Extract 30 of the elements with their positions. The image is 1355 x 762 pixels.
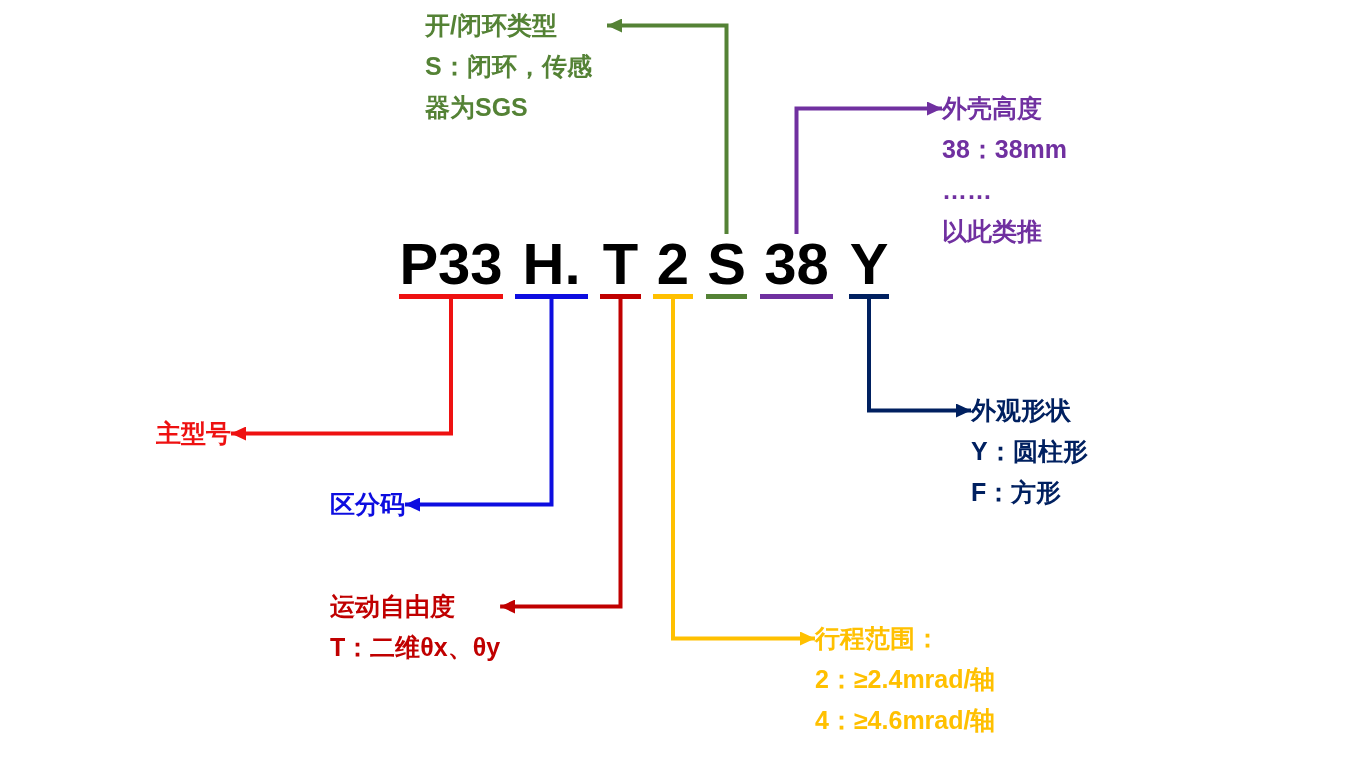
code-segment: H. xyxy=(515,234,588,299)
category-label: 外壳高度 xyxy=(942,93,1043,124)
option-text: Y：圆柱形 xyxy=(971,436,1088,467)
option-text: 4：≥4.6mrad/轴 xyxy=(815,705,996,736)
option-text: 2：≥2.4mrad/轴 xyxy=(815,664,996,695)
option-text: …… xyxy=(942,175,993,206)
leader-arrow xyxy=(794,101,942,234)
category-label: 主型号 xyxy=(156,413,231,454)
leader-arrow xyxy=(405,299,554,512)
leader-arrow xyxy=(867,299,971,418)
option-text: F：方形 xyxy=(971,477,1063,508)
leader-arrow xyxy=(231,299,453,441)
code-segment: 38 xyxy=(760,234,833,299)
option-text: T：二维θx、θy xyxy=(330,632,501,663)
category-label: 行程范围： xyxy=(815,623,941,654)
code-segment: Y xyxy=(849,234,889,299)
code-segment: S xyxy=(706,234,747,299)
leader-arrow xyxy=(607,18,729,234)
category-label: 外观形状 xyxy=(971,395,1072,426)
category-label: 开/闭环类型 xyxy=(425,10,558,41)
option-text: 38：38mm xyxy=(942,134,1068,165)
code-segment: 2 xyxy=(653,234,693,299)
category-label: 区分码 xyxy=(330,484,405,525)
leader-arrow xyxy=(500,299,623,614)
option-text: S：闭环，传感器为SGS xyxy=(425,51,593,123)
code-segment: T xyxy=(600,234,641,299)
leader-arrow xyxy=(671,299,815,646)
code-segment: P33 xyxy=(399,234,503,299)
option-text: 以此类推 xyxy=(942,216,1043,247)
category-label: 运动自由度 xyxy=(330,591,456,622)
